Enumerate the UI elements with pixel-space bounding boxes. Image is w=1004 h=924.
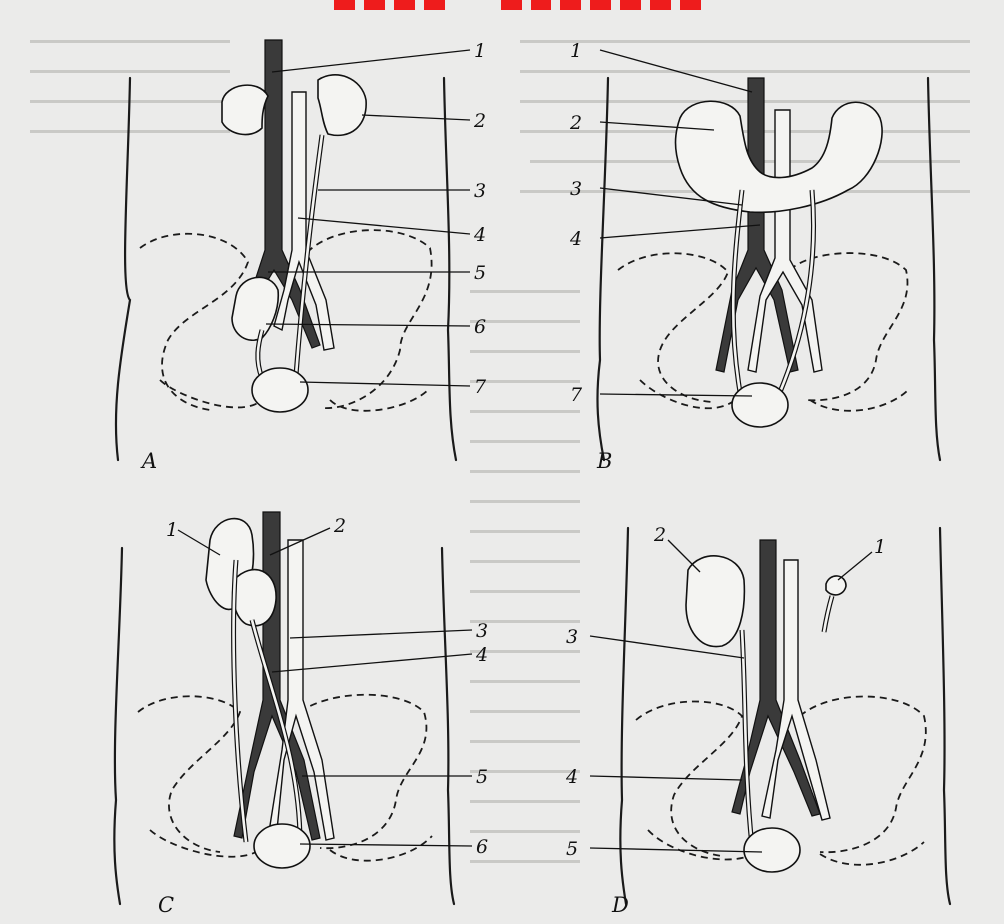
panel-c-callout-3: 3 bbox=[476, 620, 488, 642]
panel-a-callout-4: 4 bbox=[473, 224, 486, 246]
panel-a-callout-7: 7 bbox=[474, 376, 487, 398]
panel-d-callout-5: 5 bbox=[566, 838, 578, 860]
panel-d-torso-right-outline bbox=[940, 528, 950, 904]
panel-d-callout-2: 2 bbox=[653, 524, 666, 546]
panel-a-left-kidney bbox=[222, 85, 268, 134]
panel-c-callout-1: 1 bbox=[166, 519, 178, 541]
panel-a-letter: A bbox=[140, 449, 157, 473]
panel-a-right-kidney bbox=[318, 75, 366, 136]
panel-c: 1 2 3 4 5 6 C bbox=[114, 512, 488, 917]
panel-a-callout-6: 6 bbox=[474, 316, 486, 338]
panel-d-bladder bbox=[744, 828, 800, 872]
panel-b-torso-left-outline bbox=[597, 78, 608, 460]
panel-d: 1 2 3 4 5 D bbox=[565, 524, 950, 917]
panel-b-letter: B bbox=[596, 449, 612, 473]
panel-b-callout-7: 7 bbox=[570, 384, 583, 406]
panel-c-letter: C bbox=[158, 893, 174, 917]
panel-a: 1 2 3 4 5 6 7 A bbox=[116, 40, 487, 473]
panel-d-callout-3: 3 bbox=[566, 626, 578, 648]
panel-b: 1 2 3 4 7 B bbox=[569, 40, 940, 473]
panel-b-callout-1: 1 bbox=[570, 40, 582, 62]
panel-c-torso-right-outline bbox=[442, 548, 454, 904]
panel-d-letter: D bbox=[611, 893, 629, 917]
panel-a-torso-right-outline bbox=[444, 78, 456, 460]
panel-c-torso-left-outline bbox=[114, 548, 122, 904]
panel-d-single-kidney bbox=[686, 556, 744, 647]
panel-b-bladder bbox=[732, 383, 788, 427]
panel-c-callout-5: 5 bbox=[476, 766, 488, 788]
panel-b-callout-2: 2 bbox=[569, 112, 582, 134]
panel-c-callout-4: 4 bbox=[475, 644, 488, 666]
panel-a-ectopic-pelvic-kidney bbox=[232, 277, 278, 340]
panel-b-callout-3: 3 bbox=[570, 178, 582, 200]
panel-a-bladder bbox=[252, 368, 308, 412]
panel-a-callout-5: 5 bbox=[474, 262, 486, 284]
panel-b-torso-right-outline bbox=[928, 78, 940, 460]
panel-a-callout-3: 3 bbox=[474, 180, 486, 202]
panel-b-callout-4: 4 bbox=[569, 228, 582, 250]
panel-c-bladder bbox=[254, 824, 310, 868]
panel-c-callout-2: 2 bbox=[333, 515, 346, 537]
panel-a-torso-left-outline bbox=[116, 78, 130, 460]
panel-d-callout-1: 1 bbox=[874, 536, 886, 558]
panel-a-callout-2: 2 bbox=[473, 110, 486, 132]
panel-c-lower-fused-kidney bbox=[233, 570, 276, 626]
panel-c-callout-6: 6 bbox=[476, 836, 488, 858]
panel-d-torso-left-outline bbox=[620, 528, 628, 904]
panel-a-callout-1: 1 bbox=[474, 40, 486, 62]
panel-d-callout-4: 4 bbox=[565, 766, 578, 788]
panel-d-rudimentary-kidney bbox=[826, 576, 846, 595]
